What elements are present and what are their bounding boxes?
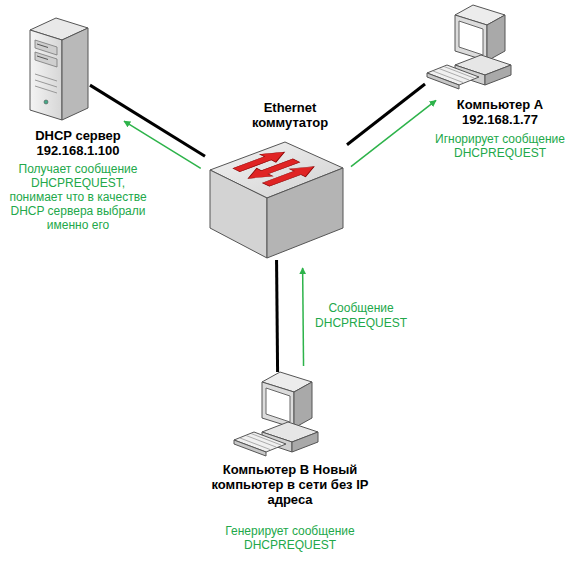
- switch-name: Ethernet коммутатор: [235, 100, 345, 130]
- icon-part: [294, 382, 312, 428]
- message-arrow: [302, 268, 304, 366]
- icon-part: [455, 15, 487, 61]
- server-name: DHCP сервер 192.168.1.100: [23, 128, 133, 158]
- icon-part: [444, 67, 474, 79]
- server-note: Получает сообщение DHCPREQUEST, понимает…: [3, 162, 153, 232]
- icon-part: [251, 434, 281, 446]
- icon-part: [258, 163, 322, 189]
- icon-part: [234, 440, 266, 456]
- computer-note: Игнорирует сообщение DHCPREQUEST: [430, 132, 570, 160]
- icon-part: [433, 71, 463, 83]
- icon-part: [62, 28, 88, 120]
- computer-node: Компьютер В Новый компьютер в сети без I…: [232, 372, 324, 460]
- icon-part: [37, 56, 48, 60]
- icon-part: [485, 65, 511, 85]
- icon-part: [266, 388, 290, 422]
- icon-part: [35, 80, 57, 87]
- icon-part: [292, 432, 318, 452]
- switch-icon: [205, 140, 347, 260]
- message-arrow: [351, 100, 436, 166]
- icon-part: [225, 148, 322, 189]
- computer-name: Компьютер В Новый компьютер в сети без I…: [200, 462, 380, 507]
- icon-part: [35, 86, 57, 93]
- icon-part: [427, 65, 479, 85]
- edge-label: Сообщение DHCPREQUEST: [309, 301, 414, 331]
- computer-icon: [232, 372, 324, 460]
- icon-part: [37, 44, 48, 48]
- computer-note: Генерирует сообщение DHCPREQUEST: [220, 524, 360, 552]
- computer-name: Компьютер А 192.168.1.77: [450, 97, 550, 127]
- icon-part: [210, 170, 267, 258]
- icon-part: [35, 74, 57, 81]
- network-link: [277, 260, 278, 372]
- icon-part: [240, 438, 270, 450]
- icon-part: [44, 100, 48, 104]
- server-node: DHCP сервер 192.168.1.100Получает сообще…: [28, 10, 90, 122]
- server-icon: [28, 10, 90, 122]
- icon-part: [487, 15, 505, 61]
- icon-part: [427, 73, 459, 89]
- switch-node: Ethernet коммутатор: [205, 140, 347, 260]
- network-link: [347, 84, 425, 145]
- icon-part: [459, 21, 483, 55]
- computer-icon: [425, 5, 515, 93]
- icon-part: [35, 52, 57, 67]
- icon-part: [30, 30, 62, 120]
- computer-node: Компьютер А 192.168.1.77Игнорирует сообщ…: [425, 5, 515, 93]
- icon-part: [234, 432, 286, 452]
- message-arrow: [124, 121, 201, 168]
- icon-part: [262, 382, 294, 428]
